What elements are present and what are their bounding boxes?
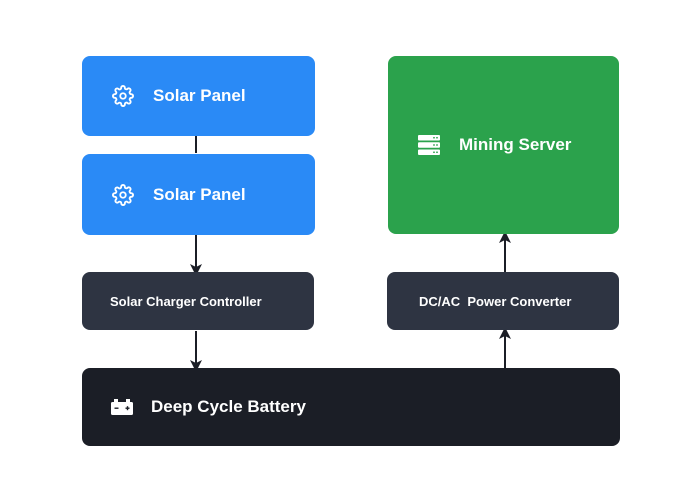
power-converter-node[interactable]: DC/AC Power Converter [387, 272, 619, 330]
charge-controller-label: Solar Charger Controller [110, 293, 262, 309]
battery-node[interactable]: Deep Cycle Battery [82, 368, 620, 446]
solar-panel-label: Solar Panel [153, 86, 246, 105]
solar-panel-node-2[interactable]: Solar Panel [82, 154, 315, 235]
mining-server-node[interactable]: Mining Server [388, 56, 619, 234]
server-icon [418, 135, 440, 155]
power-converter-label: DC/AC Power Converter [419, 293, 572, 309]
battery-label: Deep Cycle Battery [151, 397, 306, 416]
gear-icon [112, 183, 134, 206]
gear-icon [112, 85, 134, 107]
charge-controller-node[interactable]: Solar Charger Controller [82, 272, 314, 330]
mining-server-label: Mining Server [459, 135, 572, 154]
battery-icon [111, 399, 133, 415]
solar-panel-label: Solar Panel [153, 184, 246, 204]
solar-panel-node-1[interactable]: Solar Panel [82, 56, 315, 136]
